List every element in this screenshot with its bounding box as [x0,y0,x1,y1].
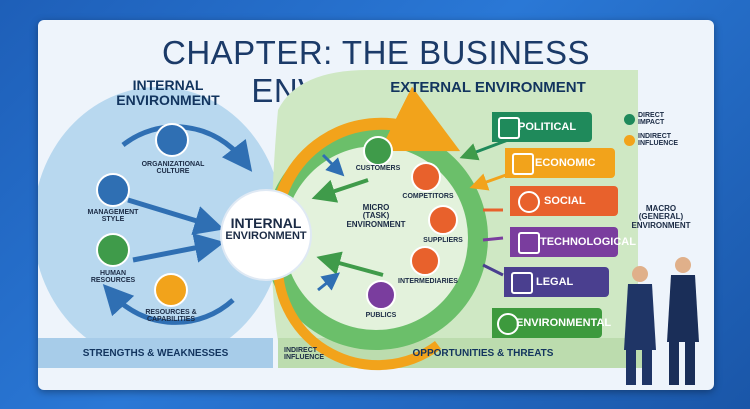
intermediaries-icon [410,246,440,276]
macro-label: MACRO (GENERAL) ENVIRONMENT [621,204,701,230]
macro-line1: MACRO [645,204,677,213]
competitors-label: COMPETITORS [402,193,454,200]
management-style-label: MANAGEMENT STYLE [78,209,148,224]
internal-footer-band [38,338,273,368]
legend-direct-line1: DIRECT [638,112,665,119]
human-resources-line1: HUMAN [99,270,127,277]
customers-label: CUSTOMERS [355,165,401,172]
resources-capabilities-line1: RESOURCES & [145,309,197,316]
management-style-line1: MANAGEMENT [87,209,139,216]
indirect-influence-line1: INDIRECT [284,347,318,354]
center-line1: INTERNAL [230,215,302,231]
resources-capabilities-line2: CAPABILITIES [146,316,196,324]
micro-line2: (TASK) [362,211,390,221]
slide-panel: CHAPTER: THE BUSINESS ENVIRONMENT [38,20,714,390]
people-icon [96,233,130,267]
internal-bubble [38,87,283,363]
culture-icon [155,123,189,157]
legend-direct-label: DIRECT IMPACT [638,112,664,127]
internal-heading: INTERNAL ENVIRONMENT [98,78,238,107]
band-environmental-label: ENVIRONMENTAL [516,317,612,329]
org-culture-line1: ORGANIZATIONAL [141,161,205,168]
capitol-icon [498,117,520,139]
legend-direct-swatch [624,114,635,125]
money-bag-icon [512,153,534,175]
internal-heading-line1: INTERNAL [132,77,204,93]
businessmen-illustration [624,257,699,385]
indirect-influence-line2: INFLUENCE [284,354,325,362]
indirect-influence-label: INDIRECT INFLUENCE [284,347,324,362]
band-economic: ECONOMIC [505,148,615,178]
legend-direct-line2: IMPACT [638,119,665,127]
micro-label: MICRO (TASK) ENVIRONMENT [341,203,411,229]
band-political-label: POLITICAL [518,121,577,133]
external-footer: OPPORTUNITIES & THREATS [412,348,554,359]
manager-icon [96,173,130,207]
band-economic-label: ECONOMIC [535,157,596,169]
rocket-icon [518,232,540,254]
legend-indirect-line1: INDIRECT [638,133,672,140]
suppliers-label: SUPPLIERS [423,237,463,244]
external-heading: EXTERNAL ENVIRONMENT [390,79,586,96]
capabilities-icon [154,273,188,307]
management-style-line2: STYLE [101,216,125,224]
macro-line2: (GENERAL) [638,212,684,222]
human-resources-label: HUMAN RESOURCES [78,270,148,285]
customers-icon [363,136,393,166]
micro-line3: ENVIRONMENT [346,219,406,229]
center-line2: ENVIRONMENT [225,229,307,242]
macro-line3: ENVIRONMENT [631,220,691,230]
publics-label: PUBLICS [365,312,397,319]
org-culture-line2: CULTURE [156,168,190,176]
legend-indirect-label: INDIRECT INFLUENCE [638,133,678,148]
org-culture-label: ORGANIZATIONAL CULTURE [133,161,213,176]
intermediaries-label: INTERMEDIARIES [398,278,458,285]
band-technological-label: TECHNOLOGICAL [540,236,636,248]
people-group-icon [518,191,540,213]
micro-line1: MICRO [362,203,390,212]
center-label: INTERNAL ENVIRONMENT [221,216,311,242]
internal-heading-line2: ENVIRONMENT [116,91,220,108]
publics-icon [366,280,396,310]
center-circle [220,189,312,281]
scales-icon [511,272,533,294]
band-social-label: SOCIAL [544,195,586,207]
band-legal-label: LEGAL [536,276,574,288]
leaf-icon [497,313,519,335]
legend-indirect-swatch [624,135,635,146]
competitors-icon [411,162,441,192]
human-resources-line2: RESOURCES [90,277,136,285]
suppliers-icon [428,205,458,235]
internal-footer: STRENGTHS & WEAKNESSES [82,348,229,359]
resources-capabilities-label: RESOURCES & CAPABILITIES [131,309,211,324]
legend-indirect-line2: INFLUENCE [638,140,679,148]
